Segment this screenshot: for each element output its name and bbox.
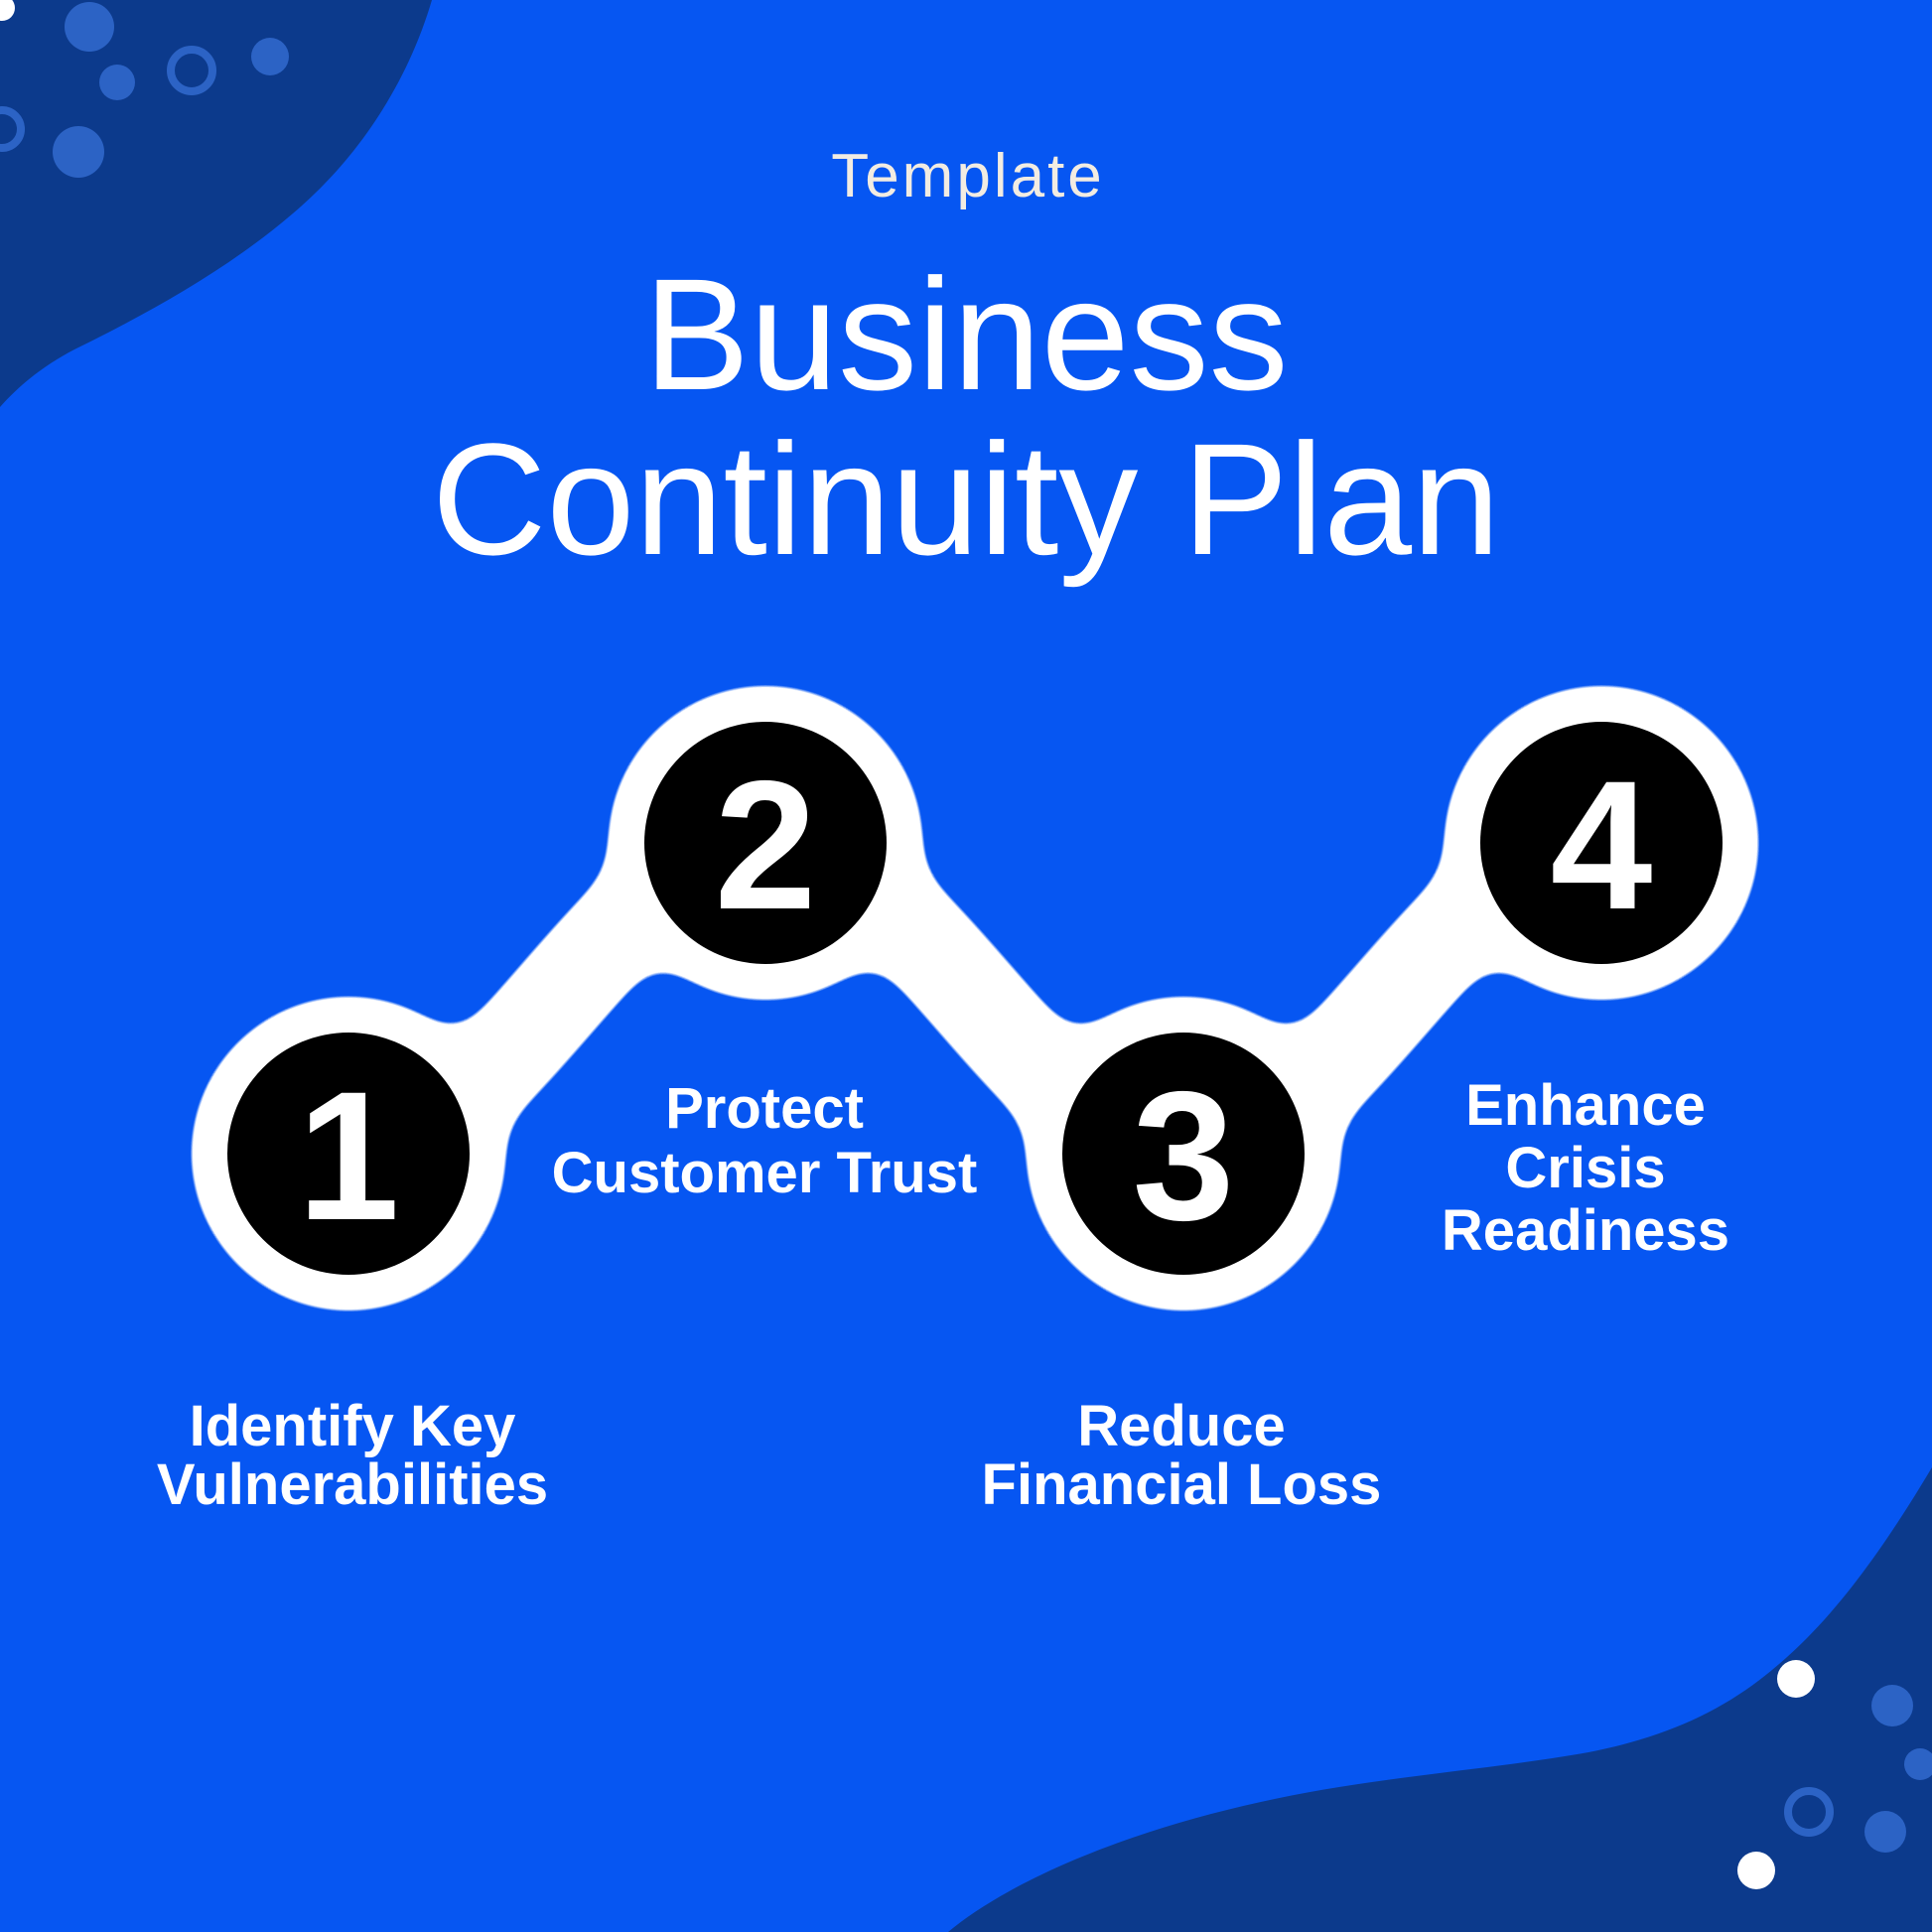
corner-blob-bottom-right — [948, 1467, 1932, 1932]
decorative-ring-dot — [167, 46, 216, 95]
step-4-circle — [1480, 722, 1723, 964]
decorative-dot — [53, 126, 104, 178]
step-2-label-line-1: Protect — [665, 1076, 864, 1141]
step-4-number: 4 — [1551, 744, 1653, 948]
decorative-dot — [1777, 1660, 1815, 1698]
step-4-label-line-2: Crisis — [1505, 1136, 1665, 1200]
step-1-number: 1 — [298, 1054, 400, 1259]
decorative-dot — [1904, 1748, 1932, 1780]
step-2: 2 Protect Customer Trust — [552, 722, 978, 1205]
step-3-label-line-1: Reduce — [1077, 1394, 1286, 1458]
decorative-dot — [1737, 1852, 1775, 1889]
step-1-circle — [227, 1033, 470, 1275]
decorative-ring-dot — [1784, 1787, 1834, 1837]
connector-band — [301, 795, 1649, 1201]
corner-blob-top-left — [0, 0, 432, 407]
step-3-circle — [1062, 1033, 1305, 1275]
step-4-label-line-3: Readiness — [1442, 1198, 1729, 1263]
step-2-label-line-2: Customer Trust — [552, 1141, 978, 1205]
step-3-label-line-2: Financial Loss — [982, 1452, 1382, 1517]
step-2-number: 2 — [715, 744, 817, 948]
step-3: 3 Reduce Financial Loss — [982, 1033, 1382, 1517]
page-title-line-1: Business — [643, 245, 1288, 423]
step-2-circle — [644, 722, 887, 964]
decorative-ring-dot — [0, 106, 25, 152]
decorative-dot — [251, 38, 289, 75]
decorative-dot — [0, 0, 15, 21]
step-3-number: 3 — [1133, 1054, 1235, 1259]
decorative-dot — [65, 2, 114, 52]
step-4: 4 Enhance Crisis Readiness — [1442, 722, 1729, 1263]
step-1: 1 Identify Key Vulnerabilities — [157, 1033, 548, 1517]
navy-blob-shape — [948, 1467, 1932, 1932]
decorative-dot — [99, 65, 135, 100]
step-4-label-line-1: Enhance — [1465, 1073, 1706, 1138]
page-title-line-2: Continuity Plan — [432, 410, 1500, 588]
step-1-label-line-1: Identify Key — [190, 1394, 516, 1458]
step-1-label-line-2: Vulnerabilities — [157, 1452, 548, 1517]
decorative-dot — [1871, 1685, 1913, 1726]
navy-blob-shape — [0, 0, 432, 407]
decorative-dot — [1864, 1811, 1906, 1853]
eyebrow-label: Template — [831, 142, 1105, 210]
